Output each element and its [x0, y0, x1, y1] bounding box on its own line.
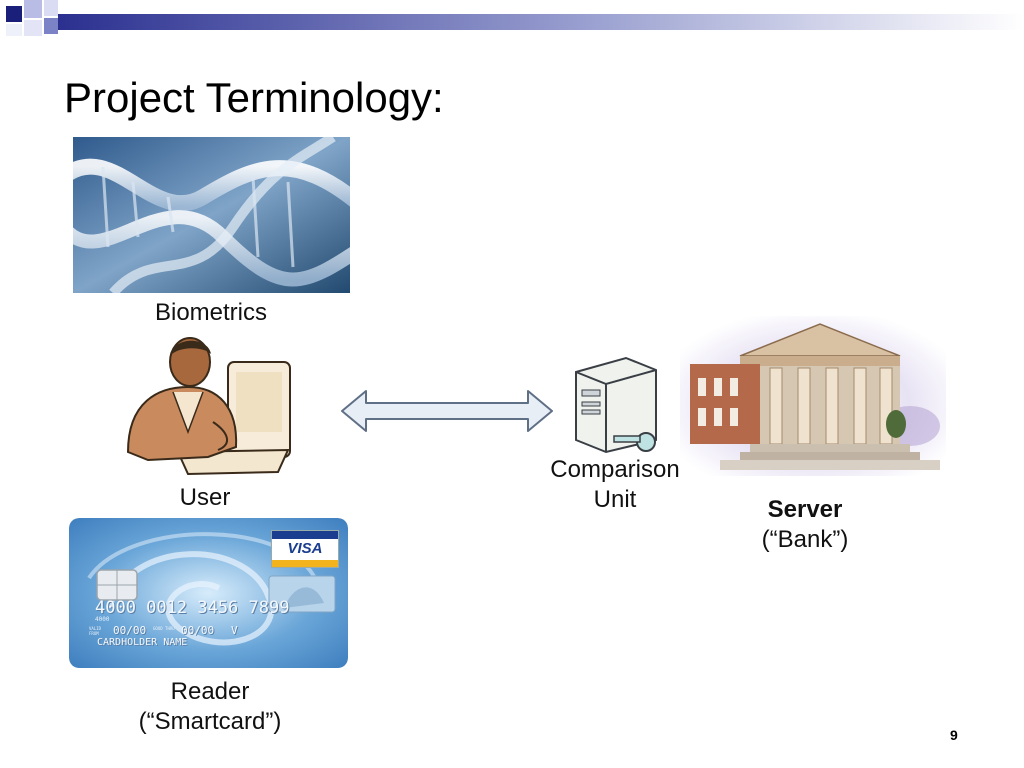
page-number: 9: [950, 727, 958, 743]
reader-label-line1: Reader: [170, 678, 250, 705]
card-valid-from: 00/00: [113, 624, 147, 637]
card-small-code: 4000: [95, 616, 110, 623]
card-good-thru-prefix: GOOD THRU: [153, 626, 175, 631]
comparison-label-line1: Comparison: [550, 456, 680, 483]
card-number: 4000 0012 3456 7899: [95, 598, 290, 618]
comparison-label-line2: Unit: [593, 486, 637, 513]
reader-label-line2: (“Smartcard”): [138, 708, 282, 735]
visa-logo: VISA: [271, 530, 339, 568]
double-arrow-icon: [340, 388, 554, 434]
visa-brand-text: VISA: [287, 540, 323, 557]
bank-building-image: [680, 316, 946, 476]
header-bar: [0, 0, 1024, 46]
card-holder-name: CARDHOLDER NAME: [97, 637, 188, 648]
server-label-line2: (“Bank”): [761, 526, 849, 553]
card-good-thru: 00/00: [181, 624, 215, 637]
user-icon: [118, 332, 296, 478]
biometrics-label: Biometrics: [154, 299, 268, 326]
smartcard-image: VISA 4000 0012 3456 7899 4000 VALID FROM…: [69, 518, 348, 668]
card-suffix-letter: V: [231, 624, 238, 637]
server-label-line1: Server: [767, 496, 843, 523]
dna-image: [73, 137, 350, 293]
slide-title: Project Terminology:: [64, 74, 444, 121]
header-gradient-bar: [6, 0, 1024, 36]
user-label: User: [179, 484, 231, 511]
card-valid-from-prefix: VALID FROM: [89, 626, 102, 636]
computer-tower-icon: [568, 352, 664, 456]
